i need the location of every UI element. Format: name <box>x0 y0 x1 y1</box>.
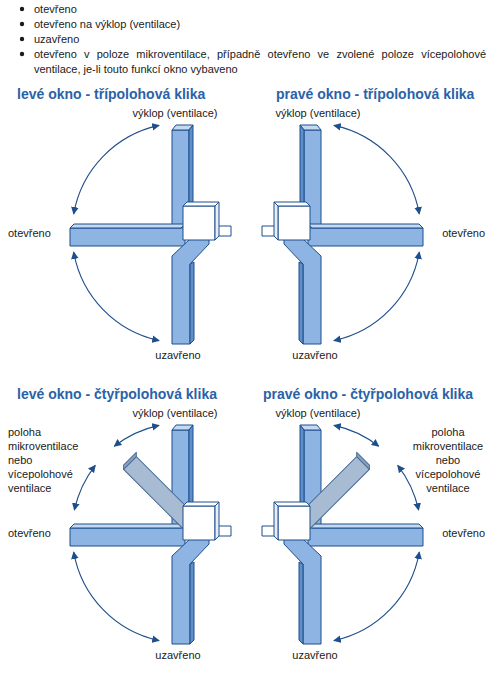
position-label: otevřeno <box>8 226 68 240</box>
bullet-item: otevřeno v poloze mikroventilace, případ… <box>34 47 486 77</box>
position-label: otevřeno <box>8 526 68 540</box>
left-four-position-handle <box>70 425 231 644</box>
panel-heading: pravé okno - čtyřpolohová klika <box>263 386 490 403</box>
right-four-position-handle <box>262 425 423 644</box>
left-three-position-handle <box>70 125 231 344</box>
position-label: poloha mikroventilace nebo vícepolohové … <box>408 425 488 495</box>
position-label: otevřeno <box>425 226 485 240</box>
panel-heading: levé okno - čtyřpolohová klika <box>17 386 247 403</box>
panel-heading: levé okno - třípolohová klika <box>17 86 247 103</box>
position-label: výklop (ventilace) <box>258 106 378 120</box>
right-three-position-handle <box>262 125 423 344</box>
bullet-dots <box>20 7 24 56</box>
panel-heading: pravé okno - třípolohová klika <box>276 86 490 103</box>
position-label: uzavřeno <box>265 348 365 362</box>
position-label: otevřeno <box>425 526 485 540</box>
position-label: výklop (ventilace) <box>258 406 378 420</box>
bullet-item: uzavřeno <box>34 32 486 47</box>
bullet-item: otevřeno na výklop (ventilace) <box>34 17 486 32</box>
bullet-item: otevřeno <box>34 2 486 17</box>
position-label: poloha mikroventilace nebo vícepolohové … <box>8 425 90 495</box>
position-label: uzavřeno <box>128 348 228 362</box>
position-label: výklop (ventilace) <box>115 406 235 420</box>
position-label: uzavřeno <box>128 648 228 662</box>
position-label: uzavřeno <box>265 648 365 662</box>
position-label: výklop (ventilace) <box>115 106 235 120</box>
